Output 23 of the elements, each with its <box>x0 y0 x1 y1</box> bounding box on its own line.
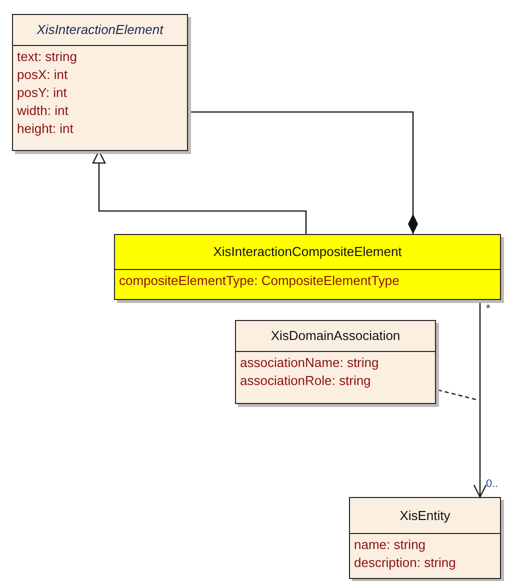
attribute-text: width: int <box>17 102 68 120</box>
attribute-text: associationRole: string <box>240 372 371 390</box>
attribute-text: height: int <box>17 120 74 138</box>
attribute-text: text: string <box>17 48 77 66</box>
attribute-text: posX: int <box>17 66 68 84</box>
attribute-text: compositeElementType: CompositeElementType <box>119 272 400 290</box>
attribute-text: associationName: string <box>240 354 379 372</box>
multiplicity-label: 0.. <box>486 478 498 490</box>
class-name: XisDomainAssociation <box>270 328 400 343</box>
composition-line <box>188 111 418 234</box>
class-name: XisEntity <box>400 508 450 523</box>
uml-class-box <box>114 234 501 300</box>
dashed-line <box>438 389 478 401</box>
attribute-text: name: string <box>354 536 426 554</box>
attribute-text: posY: int <box>17 84 67 102</box>
uml-class-box <box>235 320 436 404</box>
class-name: XisInteractionElement <box>36 22 164 37</box>
class-name: XisInteractionCompositeElement <box>213 244 402 259</box>
arrow <box>473 300 487 498</box>
uml-class-box <box>12 14 188 151</box>
attribute-text: description: string <box>354 554 456 572</box>
uml-class-box <box>349 497 501 579</box>
multiplicity-label: * <box>486 303 490 315</box>
